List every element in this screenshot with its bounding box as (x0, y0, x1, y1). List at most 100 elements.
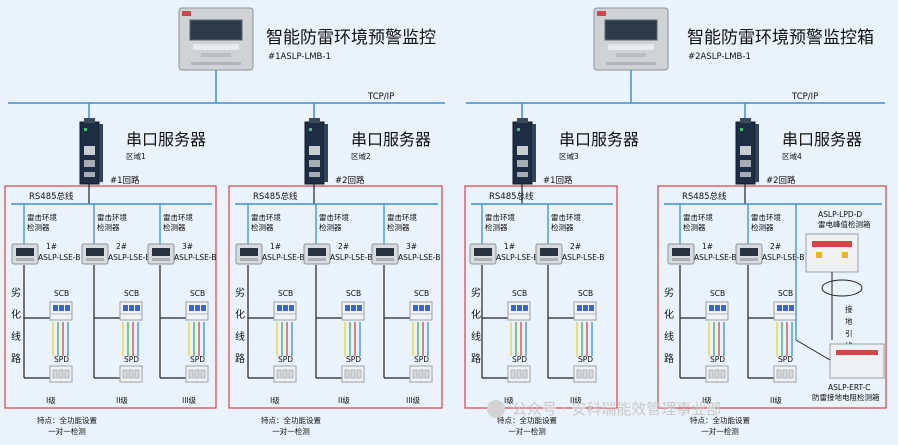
level-label: III级 (182, 395, 197, 405)
detector-display (308, 248, 326, 256)
zone-1: 串口服务器区域3#1回路RS485总线劣化线路雷击环境检测器1#ASLP-LSE… (464, 103, 639, 436)
breaker-switch (283, 305, 288, 311)
detector-terminal (16, 258, 34, 261)
degradation-line-label: 化 (235, 308, 245, 321)
detector-name: 雷击环境 (387, 212, 417, 222)
detector-name: 雷击环境 (251, 212, 281, 222)
breaker-switch (351, 305, 356, 311)
spd-module (52, 369, 58, 379)
detector-icon (303, 243, 331, 265)
monitor-screen (604, 19, 658, 41)
monitor-unit-icon (178, 7, 254, 71)
breaker-switch (709, 305, 714, 311)
level-label: I级 (504, 395, 514, 405)
system-2: 智能防雷环境预警监控箱#2ASLP-LMB-1TCP/IP串口服务器区域3#1回… (464, 7, 887, 436)
level-label: II级 (116, 395, 128, 405)
breaker-scb-icon (341, 301, 365, 321)
spd-module (418, 369, 424, 379)
degradation-line-label: 线 (471, 330, 481, 343)
ert-wire (795, 339, 831, 361)
detector-model: ASLP-LSE-B (174, 253, 216, 262)
spd-label: SPD (278, 355, 293, 364)
wechat-icon (487, 400, 505, 418)
server-port (309, 160, 320, 167)
spd-label: SPD (778, 355, 793, 364)
level-label: II级 (770, 395, 782, 405)
scb-label: SCB (54, 289, 69, 298)
breaker-switch (123, 305, 128, 311)
tcpip-label: TCP/IP (791, 92, 818, 102)
detector-name: 检测器 (485, 222, 508, 232)
rs485-label: RS485总线 (682, 191, 727, 202)
detector-terminal (240, 258, 258, 261)
detector-icon (469, 243, 497, 265)
detector-icon (535, 243, 563, 265)
server-label: 串口服务器 (126, 130, 206, 149)
server-port (740, 172, 751, 177)
spd-module (788, 369, 794, 379)
system-title: 智能防雷环境预警监控箱 (687, 28, 874, 48)
detector-number: 2# (770, 242, 781, 251)
spd-module (282, 369, 288, 379)
server-port (309, 146, 320, 155)
server-port (309, 172, 320, 177)
spd-module (350, 369, 356, 379)
spd-module (122, 369, 128, 379)
detector-model: ASLP-LSE-B (496, 253, 538, 262)
monitor-vent (201, 53, 231, 57)
ert-model: ASLP-ERT-C (828, 383, 870, 392)
server-side (532, 124, 536, 182)
watermark-text: 公众号 · 安科瑞能效管理事业部 (512, 400, 721, 418)
detector-display (152, 248, 170, 256)
spd-label: SPD (190, 355, 205, 364)
breaker-scb-icon (705, 301, 729, 321)
spd-module (288, 369, 294, 379)
spd-module (522, 369, 528, 379)
server-led (84, 128, 87, 131)
scb-label: SCB (278, 289, 293, 298)
breaker-switch (789, 305, 794, 311)
spd-module (128, 369, 134, 379)
zone-label: 区域4 (782, 151, 802, 161)
server-side (755, 124, 759, 182)
detector-name: 雷击环境 (163, 212, 193, 222)
detector-model: ASLP-LSE-B (562, 253, 604, 262)
detector-number: 2# (570, 242, 581, 251)
system-1: 智能防雷环境预警监控#1ASLP-LMB-1TCP/IP串口服务器区域1#1回路… (4, 7, 445, 436)
detector-name: 雷击环境 (485, 212, 515, 222)
breaker-switch (289, 305, 294, 311)
loop-label: #1回路 (110, 175, 140, 186)
detector-icon (667, 243, 695, 265)
spd-module (714, 369, 720, 379)
spd-module (782, 369, 788, 379)
degradation-line-label: 路 (11, 352, 21, 365)
loop-label: #2回路 (766, 175, 796, 186)
feature-note: 一对一检测 (272, 426, 310, 436)
breaker-switch (195, 305, 200, 311)
server-port (517, 160, 528, 167)
monitor-vent (606, 62, 656, 65)
lpd-warning (816, 252, 822, 258)
degradation-line-label: 线 (235, 330, 245, 343)
breaker-scb-icon (119, 301, 143, 321)
detector-number: 1# (270, 242, 281, 251)
scb-label: SCB (414, 289, 429, 298)
zone-frame (228, 185, 443, 409)
detector-model: ASLP-LSE-B (694, 253, 736, 262)
ground-label: 引 (845, 329, 853, 338)
breaker-scb-icon (773, 301, 797, 321)
server-port (517, 146, 528, 155)
detector-name: 检测器 (551, 222, 574, 232)
detector-terminal (540, 258, 558, 261)
detector-icon (11, 243, 39, 265)
spd-icon (273, 365, 297, 383)
spd-icon (409, 365, 433, 383)
spd-module (200, 369, 206, 379)
detector-number: 3# (182, 242, 193, 251)
